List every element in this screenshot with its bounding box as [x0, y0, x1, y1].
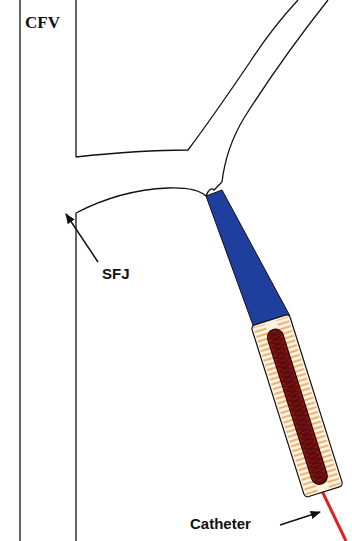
- vessel-label: CFV: [25, 14, 60, 31]
- cfv-left-wall: [19, 0, 20, 541]
- junction-label: SFJ: [102, 266, 130, 281]
- cfv-right-wall-lower: [75, 213, 76, 541]
- catheter-label: Catheter: [190, 516, 251, 531]
- catheter-leader-arrow: [280, 512, 320, 525]
- treated-vein-segment: [206, 190, 290, 328]
- upper-junction-wall: [76, 0, 298, 157]
- sfj-leader-arrow: [66, 214, 98, 262]
- vein-walls: [20, 0, 328, 541]
- heating-coil: [265, 327, 329, 486]
- catheter-sheath: [251, 314, 343, 498]
- cfv-right-wall-upper: [75, 0, 76, 157]
- branch-inner-wall: [222, 0, 328, 182]
- heating-element: [251, 314, 343, 498]
- lower-junction-wall: [76, 188, 206, 213]
- heat-ticks: [252, 316, 341, 495]
